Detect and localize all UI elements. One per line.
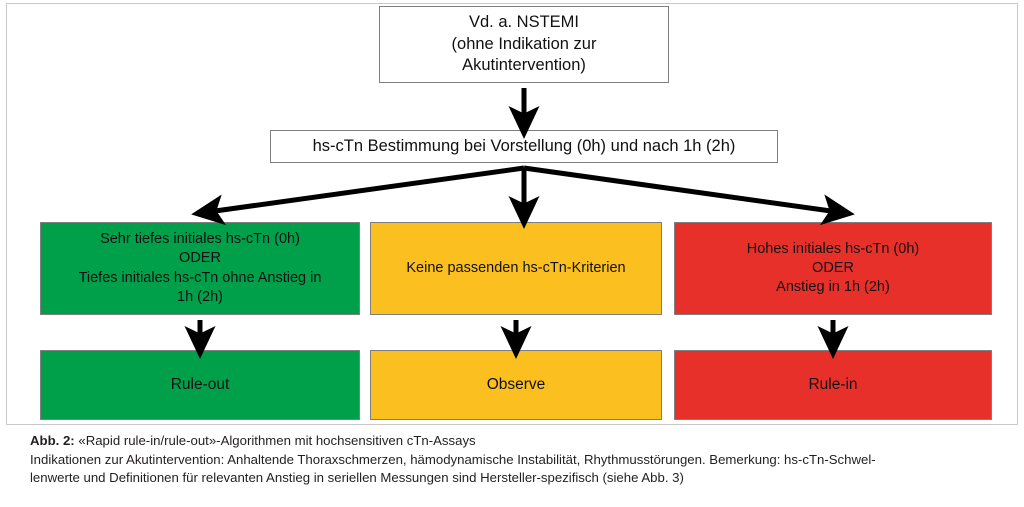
node-result-rule-out: Rule-out (40, 350, 360, 420)
caption-first-line: Abb. 2: «Rapid rule-in/rule-out»-Algorit… (30, 432, 998, 451)
figure-caption: Abb. 2: «Rapid rule-in/rule-out»-Algorit… (30, 432, 998, 488)
node-criteria-observe: Keine passenden hs-cTn-Kriterien (370, 222, 662, 315)
node-result-rule-in: Rule-in (674, 350, 992, 420)
caption-line-2: Indikationen zur Akutintervention: Anhal… (30, 451, 876, 467)
caption-label: Abb. 2: (30, 433, 75, 448)
node-suspected-nstemi: Vd. a. NSTEMI (ohne Indikation zur Akuti… (379, 6, 669, 83)
node-hs-ctn-measurement: hs-cTn Bestimmung bei Vorstellung (0h) u… (270, 130, 778, 163)
node-criteria-rule-in: Hohes initiales hs-cTn (0h) ODER Anstieg… (674, 222, 992, 315)
caption-line-3: lenwerte und Definitionen für relevanten… (30, 470, 684, 486)
caption-title: «Rapid rule-in/rule-out»-Algorithmen mit… (74, 433, 476, 448)
node-criteria-rule-out: Sehr tiefes initiales hs-cTn (0h) ODER T… (40, 222, 360, 315)
node-result-observe: Observe (370, 350, 662, 420)
